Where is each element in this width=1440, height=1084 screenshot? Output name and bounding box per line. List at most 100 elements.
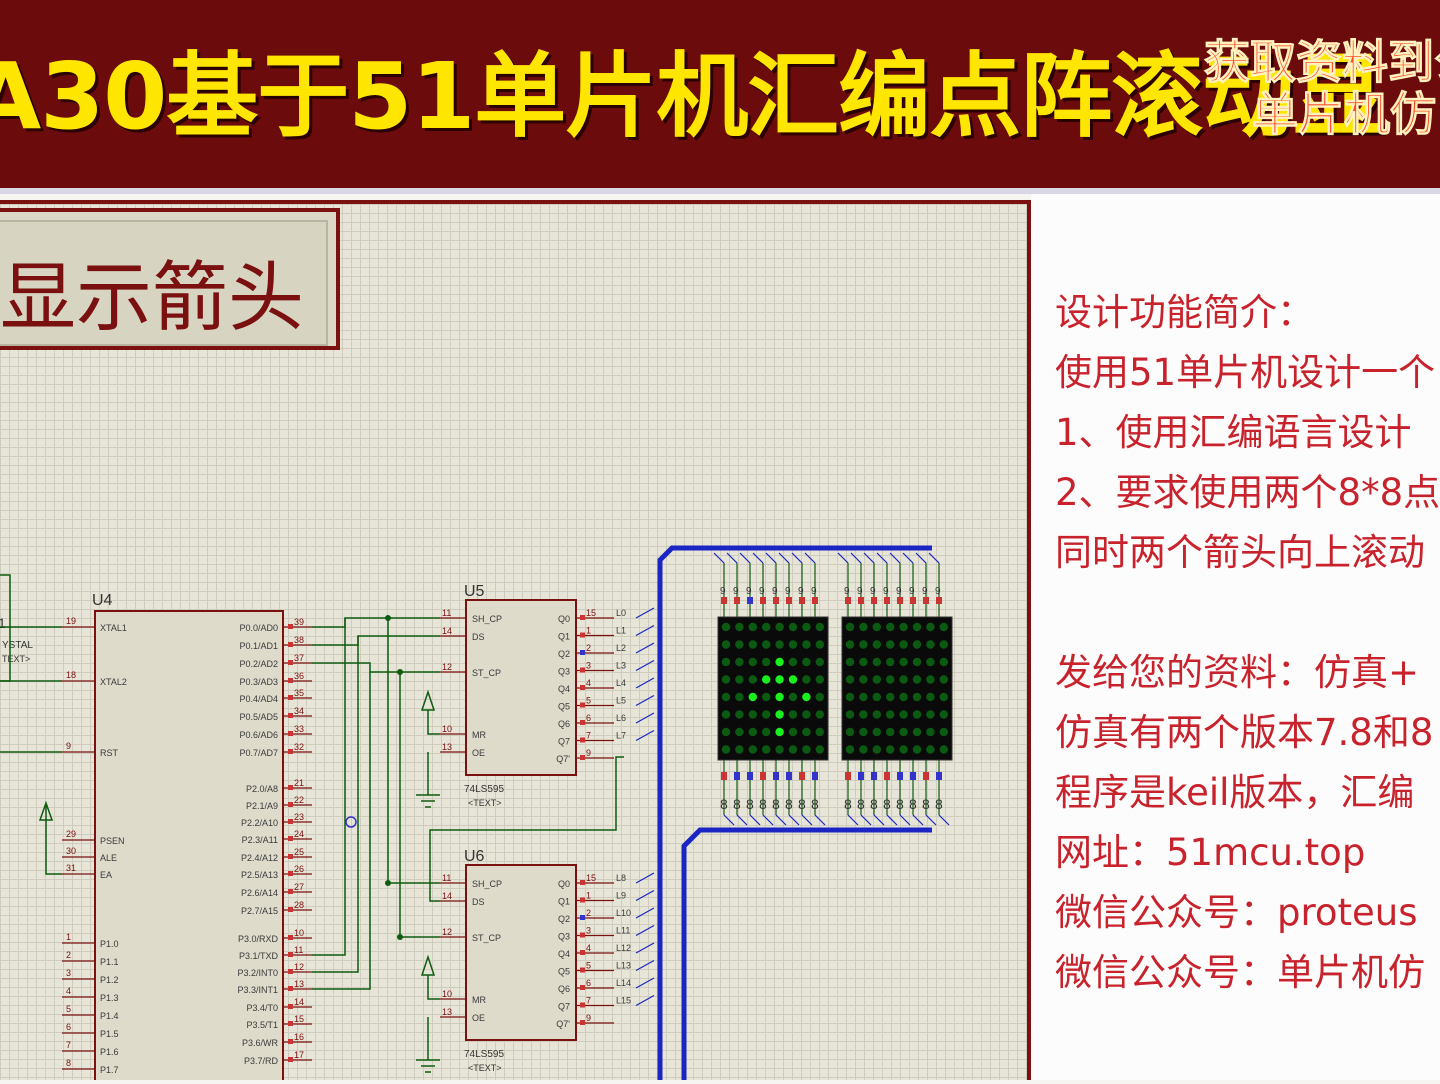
sr-net-label: L7 bbox=[616, 731, 626, 741]
sr-right-pin-name: Q6 bbox=[558, 984, 570, 994]
led-dot bbox=[886, 622, 895, 632]
sr-left-pin-name: DS bbox=[472, 632, 485, 642]
led-dot bbox=[939, 710, 948, 719]
led-dot bbox=[845, 745, 855, 754]
shift-register-ref: U5 bbox=[464, 583, 485, 600]
led-dot bbox=[721, 640, 731, 649]
led-dot bbox=[788, 622, 798, 632]
sr-left-pin-name: SH_CP bbox=[472, 879, 502, 889]
mcu-pin-marker bbox=[288, 731, 293, 736]
led-dot bbox=[872, 622, 881, 632]
info-line-8: 仿真有两个版本7.8和8 bbox=[1055, 711, 1434, 754]
sr-left-pin-num: 14 bbox=[442, 891, 452, 901]
mcu-right-pin-num: 35 bbox=[294, 688, 304, 698]
matrix-pin-marker bbox=[812, 772, 818, 780]
info-line-9: 程序是keil版本，汇编 bbox=[1055, 771, 1415, 814]
sr-pin-marker bbox=[580, 967, 585, 973]
schematic-drawing[interactable]: U41YSTALTEXT>19XTAL118XTAL29RST29PSEN30A… bbox=[0, 200, 1031, 1084]
led-dot bbox=[788, 640, 798, 649]
led-dot bbox=[748, 675, 757, 684]
led-dot bbox=[912, 727, 922, 737]
matrix-pin-marker bbox=[786, 597, 792, 604]
matrix-pin-num: 9 bbox=[798, 586, 804, 597]
led-dot bbox=[899, 727, 908, 737]
led-dot bbox=[899, 675, 908, 684]
sr-right-pin-name: Q4 bbox=[558, 949, 570, 959]
mcu-pin-marker bbox=[288, 836, 293, 841]
mcu-right-pin-num: 16 bbox=[294, 1032, 304, 1042]
sr-left-pin-name: OE bbox=[472, 748, 485, 758]
bus-entry bbox=[912, 814, 924, 826]
matrix-pin-marker bbox=[721, 597, 727, 604]
led-dot bbox=[802, 622, 811, 632]
led-dot bbox=[788, 692, 798, 702]
led-dot bbox=[788, 745, 798, 754]
mcu-right-pin-name: P2.3/A11 bbox=[242, 835, 278, 845]
sr-net-label: L1 bbox=[616, 626, 626, 636]
mcu-right-pin-num: 37 bbox=[294, 653, 304, 663]
bus-entry bbox=[804, 552, 816, 564]
mcu-right-pin-name: P0.7/AD7 bbox=[239, 748, 278, 758]
led-dot bbox=[859, 640, 868, 649]
matrix-pin-num: 9 bbox=[870, 586, 876, 597]
matrix-pin-marker bbox=[760, 597, 766, 604]
led-dot bbox=[872, 710, 881, 719]
bus-entry bbox=[791, 552, 803, 564]
matrix-pin-marker bbox=[936, 772, 942, 780]
bus-entry bbox=[915, 552, 927, 564]
led-dot bbox=[899, 745, 908, 754]
mcu-right-pin-num: 36 bbox=[294, 671, 304, 681]
mcu-pin-marker bbox=[288, 952, 293, 957]
sr-pin-marker bbox=[580, 1020, 585, 1025]
mcu-right-pin-num: 24 bbox=[294, 829, 304, 839]
matrix-pin-num: 9 bbox=[909, 586, 915, 597]
led-dot bbox=[802, 692, 811, 702]
sr-pin-marker bbox=[580, 880, 585, 885]
led-dot bbox=[926, 710, 935, 719]
bus-entry bbox=[635, 942, 655, 954]
mcu-right-pin-num: 12 bbox=[294, 962, 304, 972]
sr-left-pin-num: 12 bbox=[442, 662, 452, 672]
mcu-right-pin-num: 28 bbox=[294, 900, 304, 910]
matrix-pin-marker bbox=[897, 597, 903, 604]
led-dot bbox=[802, 675, 811, 684]
matrix-pin-marker bbox=[773, 772, 779, 780]
matrix-pin-num: 9 bbox=[785, 586, 791, 597]
mcu-right-pin-name: P0.4/AD4 bbox=[239, 694, 278, 704]
matrix-pin-marker bbox=[897, 772, 903, 780]
led-dot bbox=[802, 727, 811, 737]
matrix-pin-marker bbox=[845, 772, 851, 780]
shift-register-text: <TEXT> bbox=[468, 1063, 502, 1073]
led-dot bbox=[748, 640, 757, 649]
led-dot bbox=[912, 675, 922, 684]
mcu-pin-marker bbox=[288, 660, 293, 665]
schematic-label: 显示箭头 bbox=[0, 253, 304, 342]
matrix-pin-marker bbox=[845, 597, 851, 604]
led-dot bbox=[845, 710, 855, 719]
mcu-left-pin-name: RST bbox=[100, 748, 119, 758]
sr-right-pin-num: 3 bbox=[586, 926, 591, 936]
matrix-pin-num: 8 bbox=[798, 796, 806, 812]
led-dot bbox=[872, 675, 881, 684]
led-dot bbox=[735, 640, 744, 649]
mcu-right-pin-name: P3.4/T0 bbox=[246, 1003, 278, 1013]
led-dot bbox=[721, 727, 731, 737]
bus-entry bbox=[775, 814, 787, 826]
matrix-pin-marker bbox=[871, 597, 877, 604]
mcu-right-pin-num: 39 bbox=[294, 617, 304, 627]
sr-net-label: L6 bbox=[616, 713, 626, 723]
sr-left-pin-name: OE bbox=[472, 1013, 485, 1023]
sr-right-pin-name: Q6 bbox=[558, 719, 570, 729]
bus-entry bbox=[876, 552, 888, 564]
mcu-left-pin-num: 4 bbox=[66, 986, 71, 996]
led-dot bbox=[748, 692, 757, 702]
led-dot bbox=[912, 745, 922, 754]
sr-pin-marker bbox=[580, 932, 585, 938]
promo-overlay: 获取资料到公 单片机仿 bbox=[1150, 36, 1440, 141]
bus-entry bbox=[928, 552, 940, 564]
mcu-pin-marker bbox=[288, 969, 293, 974]
matrix-pin-num: 9 bbox=[811, 586, 817, 597]
matrix-pin-num: 9 bbox=[922, 586, 928, 597]
mcu-left-pin-num: 3 bbox=[66, 968, 71, 978]
